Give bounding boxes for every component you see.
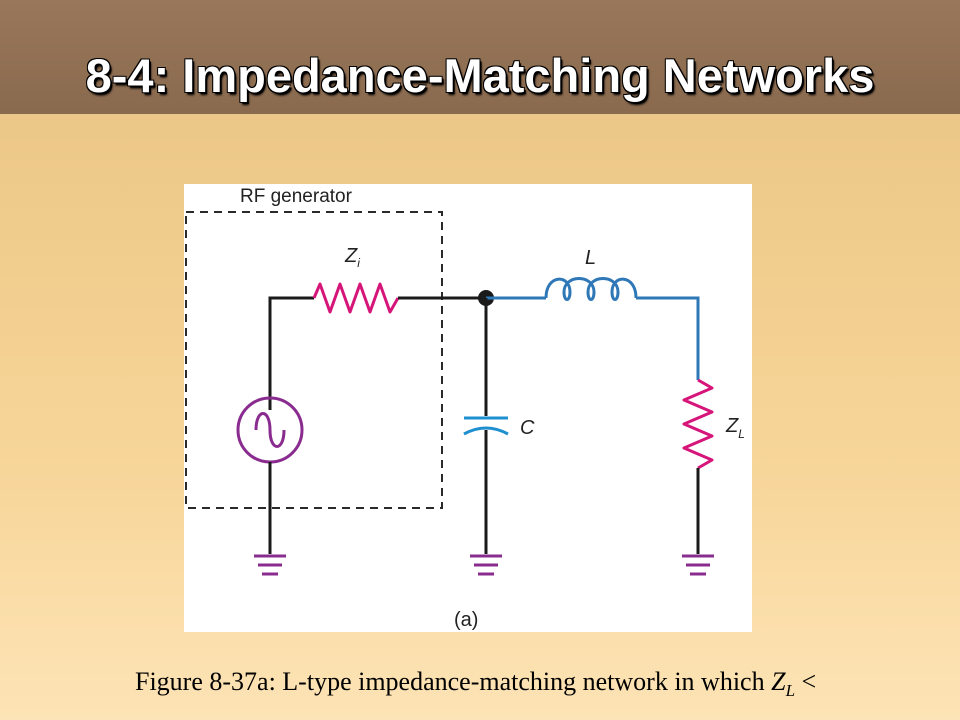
caption-suffix: < (795, 667, 817, 696)
caption-variable: ZL (771, 667, 796, 701)
zl-resistor (682, 378, 714, 470)
inductor-label: L (585, 247, 596, 269)
slide-title: 8-4: Impedance-Matching Networks (85, 49, 875, 102)
capacitor-label: C (520, 417, 535, 439)
zi-label: Zi (344, 245, 360, 270)
wire-source-top (268, 296, 314, 410)
zl-label: ZL (725, 415, 745, 441)
ground-symbol-source (254, 554, 286, 576)
wire-inductor-load (636, 296, 700, 380)
capacitor-bottom-plate (463, 426, 509, 436)
generator-box (185, 211, 443, 509)
inductor (544, 277, 638, 301)
zi-resistor (312, 282, 400, 314)
ground-symbol-capacitor (470, 554, 502, 576)
generator-label: RF generator (240, 186, 353, 207)
circuit-diagram: RF generator Zi L ZL C (185, 186, 745, 631)
ground-symbol-load (682, 554, 714, 576)
title-bar: 8-4: Impedance-Matching Networks (0, 0, 960, 114)
figure-caption: Figure 8-37a: L-type impedance-matching … (135, 667, 960, 701)
caption-prefix: Figure 8-37a: L-type impedance-matching … (135, 667, 772, 696)
circuit-figure: RF generator Zi L ZL C (184, 184, 752, 632)
part-label: (a) (454, 609, 478, 631)
sine-wave-icon (254, 412, 286, 448)
